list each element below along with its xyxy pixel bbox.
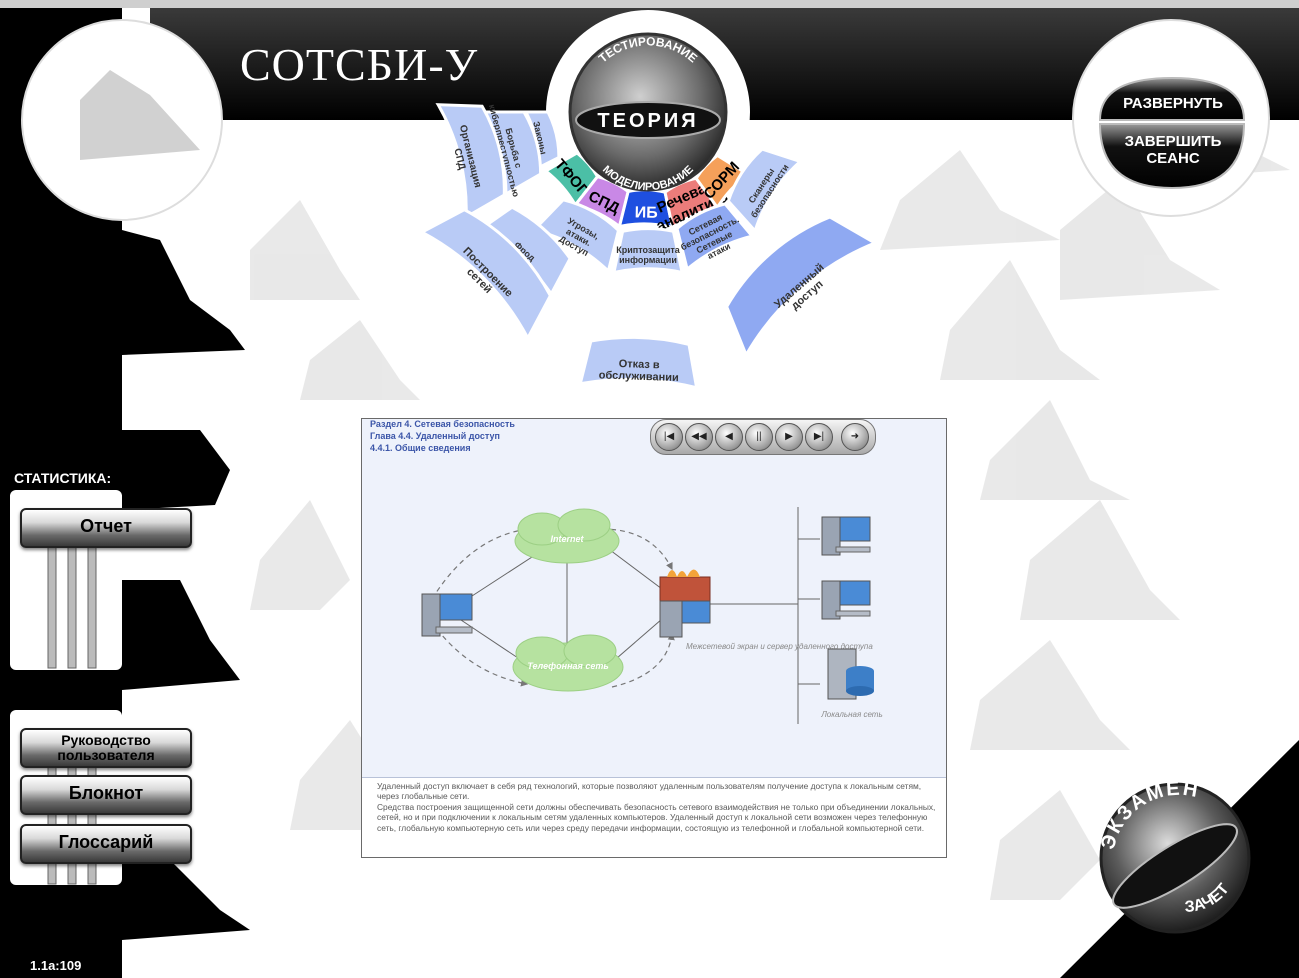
remote-computer-icon: [421, 593, 473, 637]
chapter-title: Глава 4.4. Удаленный доступ: [370, 431, 500, 441]
version-label: 1.1a:109: [30, 958, 82, 973]
user-guide-button[interactable]: Руководство пользователя: [20, 728, 192, 768]
last-slide-button[interactable]: ▶|: [805, 423, 833, 451]
phone-network-label: Телефонная сеть: [527, 661, 608, 671]
internet-cloud-icon: [514, 508, 620, 564]
statistics-label: СТАТИСТИКА:: [14, 470, 112, 486]
end-session-label: ЗАВЕРШИТЬ СЕАНС: [1124, 133, 1222, 167]
theory-label: ТЕОРИЯ: [597, 110, 698, 132]
local-computer-icon: [821, 516, 871, 620]
menu-left-org[interactable]: [435, 103, 506, 220]
next-button[interactable]: ▶: [775, 423, 803, 451]
previous-button[interactable]: ◀: [715, 423, 743, 451]
menu-ring1-1[interactable]: [572, 174, 630, 230]
description-paragraph: Удаленный доступ включает в себя ряд тех…: [377, 781, 922, 802]
menu-ring2-1[interactable]: [611, 227, 685, 275]
exit-arrow-button[interactable]: ➜: [841, 423, 869, 451]
theory-button[interactable]: [575, 101, 721, 139]
description-paragraph: Средства построения защищенной сети долж…: [377, 801, 936, 833]
section-title: Раздел 4. Сетевая безопасность: [370, 419, 515, 429]
expand-label: РАЗВЕРНУТЬ: [1123, 95, 1223, 112]
database-server-icon: [827, 648, 874, 700]
first-slide-button[interactable]: |◀: [655, 423, 683, 451]
menu-ring4-0[interactable]: [418, 207, 553, 342]
firewall-label: Межсетевой экран и сервер удаленного дос…: [686, 642, 873, 651]
phone-network-cloud-icon: [512, 634, 624, 692]
pause-button[interactable]: ||: [745, 423, 773, 451]
content-panel: Раздел 4. Сетевая безопасность Глава 4.4…: [361, 418, 947, 858]
local-network-label: Локальная сеть: [820, 710, 882, 719]
exam-button[interactable]: ЭКЗАМЕН ЗАЧЕТ: [1095, 778, 1265, 938]
firewall-server-icon: [659, 569, 711, 638]
internet-label: Internet: [550, 534, 584, 544]
description-text: Удаленный доступ включает в себя ряд тех…: [377, 781, 939, 833]
menu-ring2-0-label: Угрозы,атаки.Доступ: [556, 216, 601, 259]
media-player-controls: |◀ ◀◀ ◀ || ▶ ▶| ➜: [650, 419, 876, 455]
menu-ring1-2-label: ИБ: [635, 204, 658, 221]
notebook-button[interactable]: Блокнот: [20, 775, 192, 815]
glossary-button[interactable]: Глоссарий: [20, 824, 192, 864]
menu-right-scanners[interactable]: [726, 147, 804, 234]
app-title: СОТСБИ-У: [240, 39, 479, 90]
subsection-title: 4.4.1. Общие сведения: [370, 443, 471, 453]
rewind-button[interactable]: ◀◀: [685, 423, 713, 451]
report-button[interactable]: Отчет: [20, 508, 192, 548]
menu-ring4-2[interactable]: [725, 215, 879, 359]
logo-circle: [21, 19, 223, 221]
menu-ring4-1[interactable]: [578, 335, 699, 390]
menu-ring4-1-label: Отказ вобслуживании: [599, 357, 680, 384]
slide-area: Раздел 4. Сетевая безопасность Глава 4.4…: [362, 419, 946, 778]
menu-ring2-2[interactable]: [675, 202, 755, 272]
ship-silhouette-icon: [122, 230, 250, 940]
session-controls: [1098, 76, 1246, 190]
expand-button[interactable]: [1098, 76, 1246, 121]
end-session-button[interactable]: [1098, 123, 1246, 190]
menu-ring1-2[interactable]: [617, 188, 675, 230]
remote-access-diagram: Internet Телефонная сеть Межсетевой экра…: [421, 507, 883, 724]
